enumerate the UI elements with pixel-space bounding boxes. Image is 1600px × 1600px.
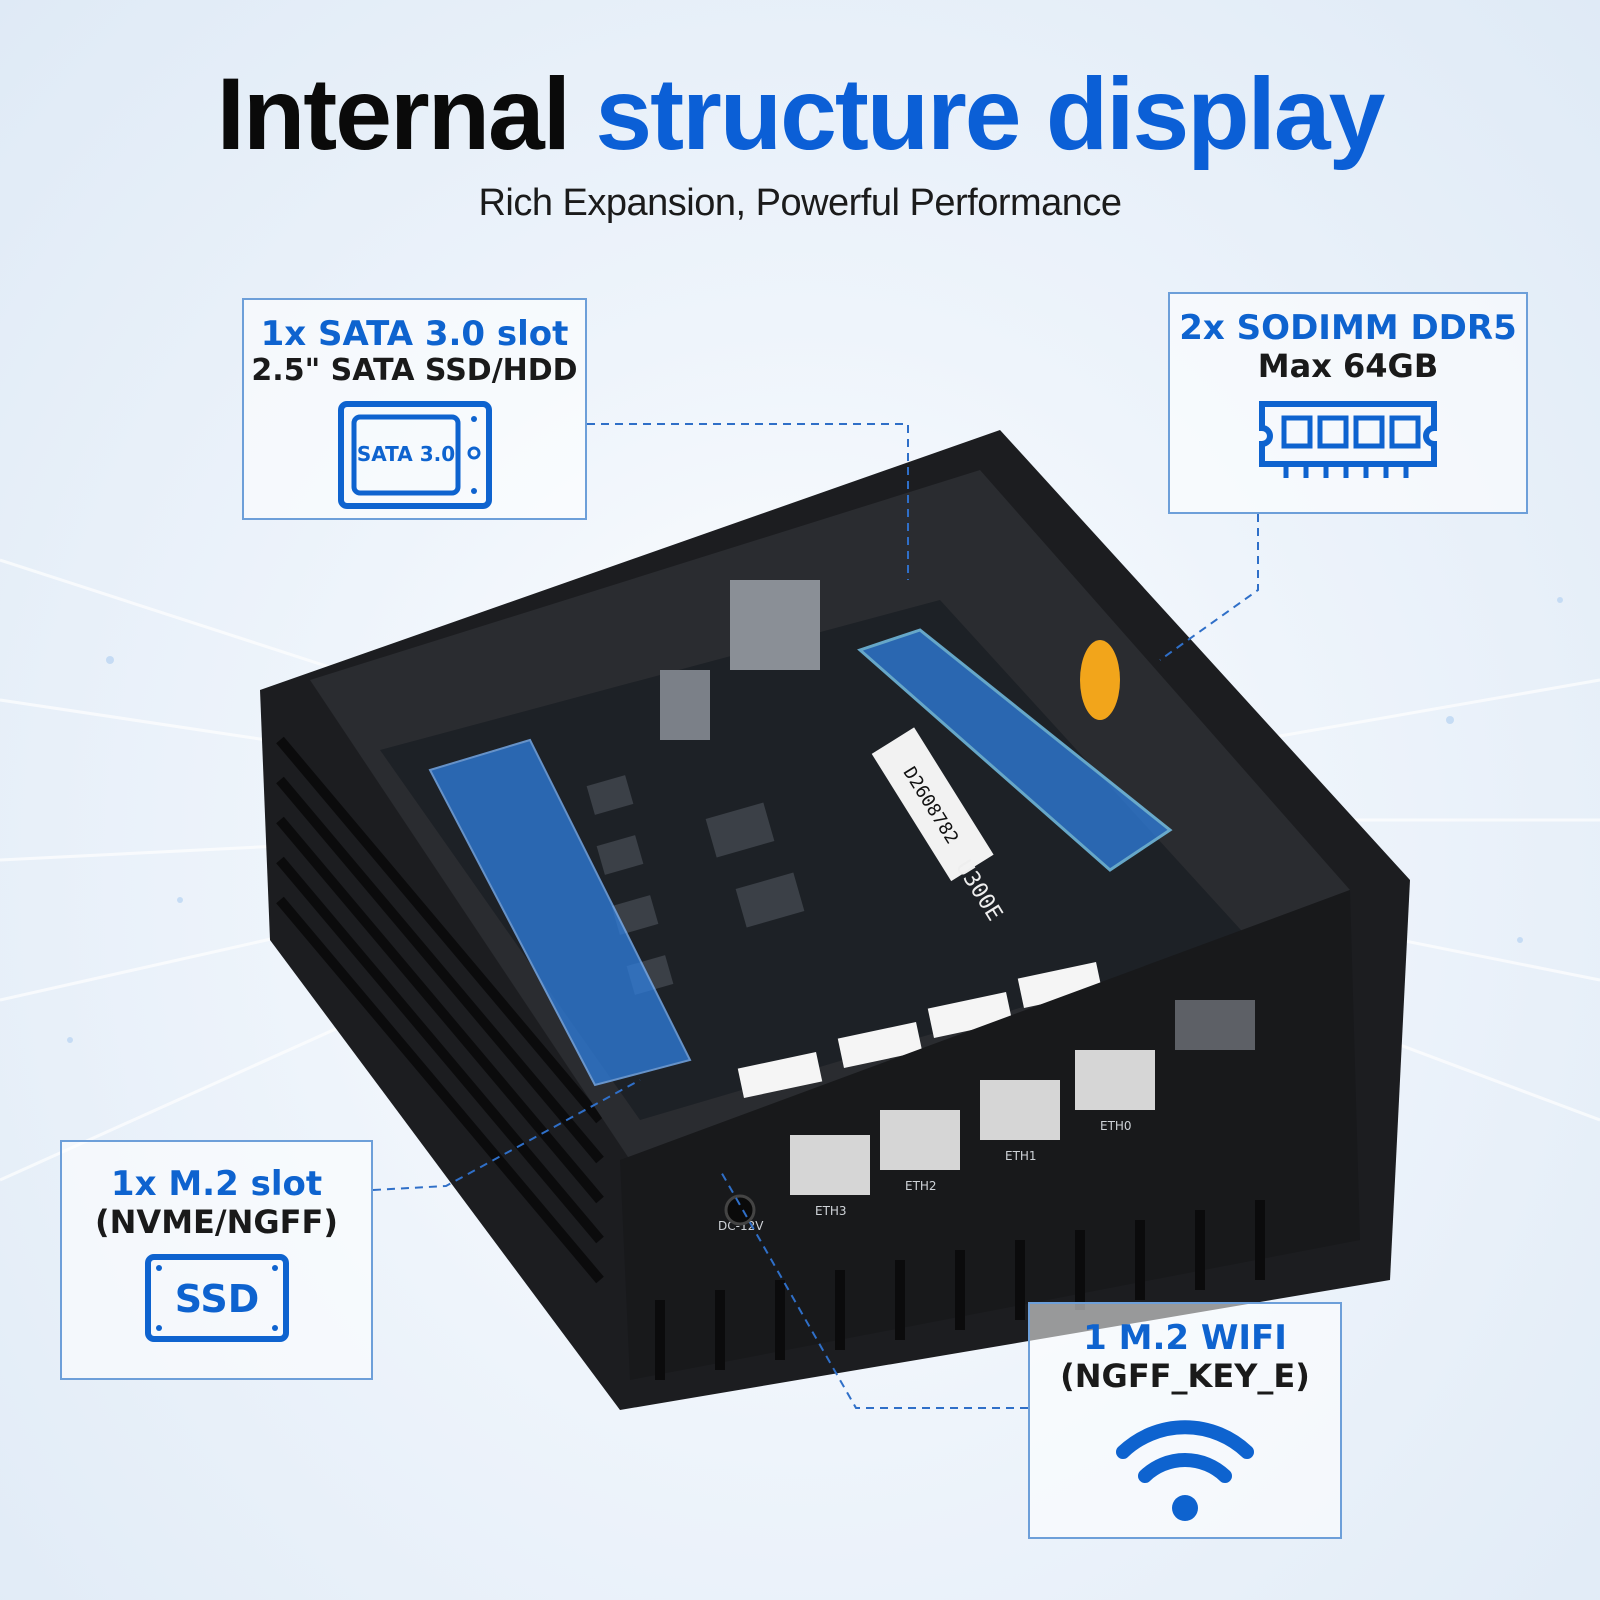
m2-heading: 1x M.2 slot: [110, 1164, 323, 1204]
m2-subheading: (NVME/NGFF): [95, 1203, 338, 1242]
ram-module-icon: [1259, 400, 1437, 478]
page-title: Internal structure display: [0, 58, 1600, 170]
cmos-battery: [1080, 640, 1120, 720]
eth-port-0: [1075, 1050, 1155, 1110]
port-label-eth0: ETH0: [1100, 1119, 1132, 1133]
m2-ssd-highlight: [428, 738, 692, 1087]
eth-port-3: [790, 1135, 870, 1195]
ddr-subheading: Max 64GB: [1257, 347, 1439, 386]
port-label-eth1: ETH1: [1005, 1149, 1037, 1163]
ssd-icon: SSD: [144, 1253, 289, 1342]
title-part-internal: Internal: [216, 57, 571, 171]
title-part-structure-display: structure display: [595, 57, 1385, 171]
sata-icon-text: SATA 3.0: [356, 442, 454, 466]
port-label-eth3: ETH3: [815, 1204, 847, 1218]
mini-pc-illustration: D2608782 U300E ETH0 ETH1 ETH2 ETH3 DC-12…: [260, 430, 1410, 1410]
sata-drive-icon: SATA 3.0: [337, 401, 492, 510]
ram-highlight: [857, 628, 1173, 872]
sata-heading: 1x SATA 3.0 slot: [260, 314, 569, 354]
hdmi-port: [1175, 1000, 1255, 1050]
mac-stickers: [737, 962, 1103, 1098]
port-label-eth2: ETH2: [905, 1179, 937, 1193]
callout-sodimm-ddr5: 2x SODIMM DDR5 Max 64GB: [1168, 292, 1528, 514]
eth-port-2: [880, 1110, 960, 1170]
callout-m2-wifi: 1 M.2 WIFI (NGFF_KEY_E): [1028, 1302, 1342, 1539]
eth-port-1: [980, 1080, 1060, 1140]
dc-power-jack: [724, 1194, 756, 1226]
wifi-subheading: (NGFF_KEY_E): [1060, 1357, 1310, 1396]
sata-subheading: 2.5" SATA SSD/HDD: [251, 353, 578, 389]
callout-m2-slot: 1x M.2 slot (NVME/NGFF) SSD: [60, 1140, 373, 1380]
callout-sata-slot: 1x SATA 3.0 slot 2.5" SATA SSD/HDD SATA …: [242, 298, 587, 520]
wifi-heading: 1 M.2 WIFI: [1083, 1318, 1287, 1358]
ssd-icon-text: SSD: [174, 1277, 259, 1321]
wifi-icon: [1116, 1420, 1254, 1521]
ddr-heading: 2x SODIMM DDR5: [1179, 308, 1517, 348]
page-subtitle: Rich Expansion, Powerful Performance: [478, 182, 1122, 224]
